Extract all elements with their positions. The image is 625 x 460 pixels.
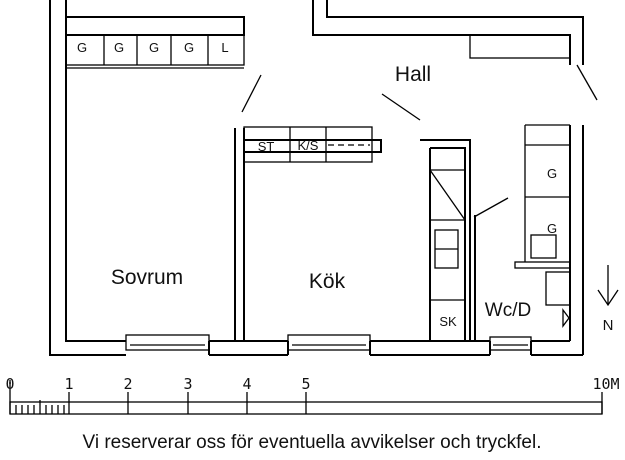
room-label-kitchen: Kök xyxy=(309,270,346,293)
fridge-freezer-label: K/S xyxy=(298,138,319,153)
windows xyxy=(125,334,532,351)
scale-tick-label: 4 xyxy=(242,375,251,393)
hall-closet-label: SK xyxy=(439,314,457,329)
door-swings xyxy=(241,64,598,218)
scale-tick-label: 1 xyxy=(64,375,73,393)
scale-tick-label: 2 xyxy=(123,375,132,393)
scale-bar: 0 1 2 3 4 5 10M xyxy=(5,375,620,415)
closet-label: L xyxy=(221,40,228,55)
closet-label: G xyxy=(149,40,159,55)
disclaimer: Vi reserverar oss för eventuella avvikel… xyxy=(83,432,542,453)
wc-closets: G G xyxy=(514,124,571,328)
closet-label: G xyxy=(547,166,557,181)
bedroom-closets: G G G G L xyxy=(65,34,245,69)
room-label-bedroom: Sovrum xyxy=(111,266,183,289)
stove-label: ST xyxy=(258,139,275,154)
closet-label: G xyxy=(114,40,124,55)
closet-label: G xyxy=(184,40,194,55)
arrow-down-icon xyxy=(597,265,619,307)
kitchen-units: ST K/S xyxy=(243,126,373,163)
north-arrow: N xyxy=(597,265,619,334)
scale-tick-label: 5 xyxy=(301,375,310,393)
room-label-hall: Hall xyxy=(395,63,431,86)
hall-closet: SK xyxy=(429,169,466,329)
scale-tick-label: 0 xyxy=(5,375,14,393)
closet-label: G xyxy=(77,40,87,55)
north-label: N xyxy=(603,317,614,334)
room-label-wc: Wc/D xyxy=(485,300,531,321)
scale-tick-label: 3 xyxy=(183,375,192,393)
closet-label: G xyxy=(547,221,557,236)
scale-tick-label: 10M xyxy=(592,375,619,393)
